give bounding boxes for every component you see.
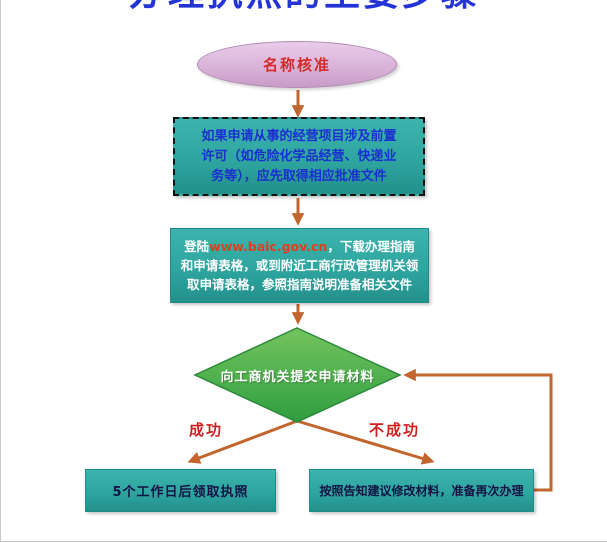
prepare-materials-box: 登陆www.baic.gov.cn，下载办理指南和申请表格，或到附近工商行政管理… xyxy=(170,228,429,303)
precondition-note-box: 如果申请从事的经营项目涉及前置 许可（如危险化学品经营、快递业 务等），应先取得… xyxy=(173,117,425,196)
branch-label-fail: 不成功 xyxy=(369,421,421,439)
connector-decision-to-success xyxy=(187,419,298,464)
result-fail-box: 按照告知建议修改材料，准备再次办理 xyxy=(309,469,534,512)
prepare-text-prefix: 登陆 xyxy=(184,239,210,254)
result-fail-label: 按照告知建议修改材料，准备再次办理 xyxy=(319,484,524,498)
page-title: 办理执照的主要步骤 xyxy=(1,0,607,12)
branch-label-success: 成功 xyxy=(189,421,224,439)
connector-retry-loop xyxy=(403,368,553,492)
precondition-line-1: 如果申请从事的经营项目涉及前置 xyxy=(201,128,397,144)
prepare-text-suffix: ，下载办理指南和申请表格，或到附近工商行政管理机关领取申请表格，参照指南说明准备… xyxy=(180,239,419,292)
decision-label: 向工商机关提交申请材料 xyxy=(220,370,375,385)
result-success-box: 5个工作日后领取执照 xyxy=(85,469,276,512)
precondition-line-2: 许可（如危险化学品经营、快递业 xyxy=(201,148,397,164)
decision-diamond xyxy=(193,327,402,423)
precondition-line-3: 务等），应先取得相应批准文件 xyxy=(211,168,387,184)
website-url-text: www.baic.gov.cn xyxy=(209,239,328,254)
connector-decision-to-fail xyxy=(296,419,435,465)
start-node: 名称核准 xyxy=(197,41,397,88)
result-success-label: 5个工作日后领取执照 xyxy=(112,485,249,500)
prepare-materials-text: 登陆www.baic.gov.cn，下载办理指南和申请表格，或到附近工商行政管理… xyxy=(179,237,420,294)
start-node-label: 名称核准 xyxy=(262,56,331,74)
